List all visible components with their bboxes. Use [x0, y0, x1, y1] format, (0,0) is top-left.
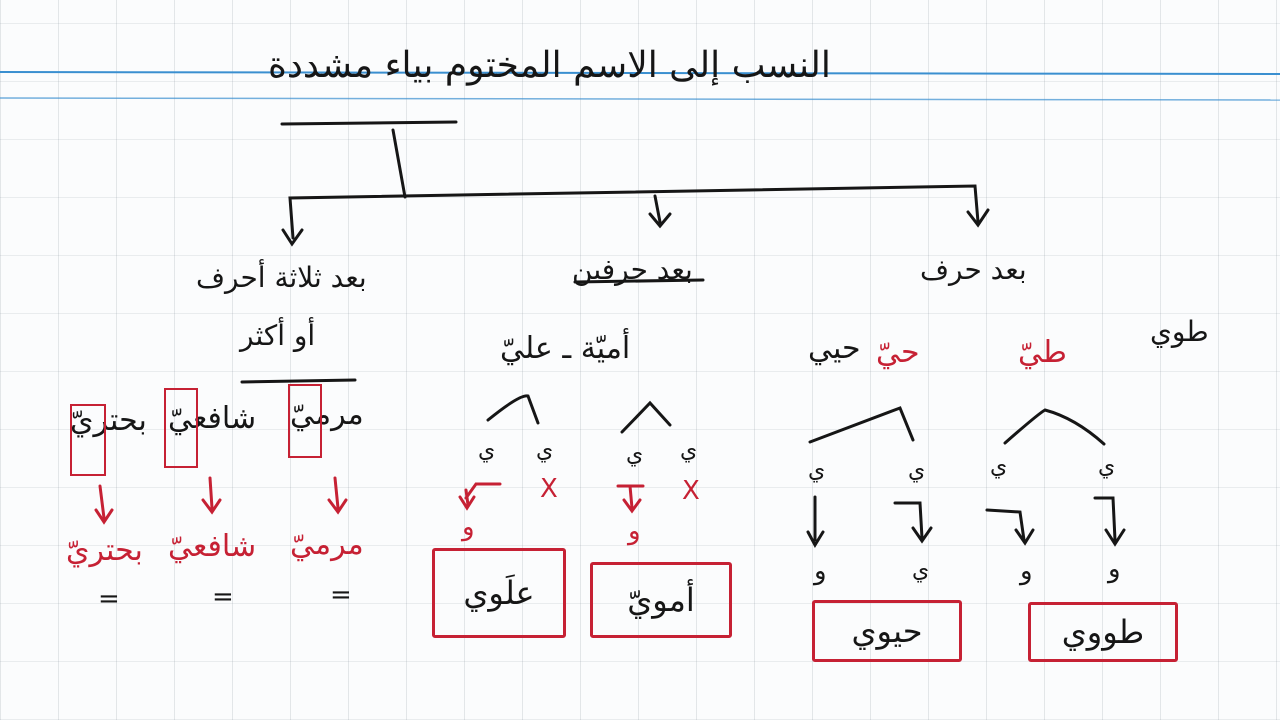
equals-sign: =: [212, 582, 234, 612]
red-arrows: [94, 476, 645, 525]
highlight-box: [164, 388, 198, 468]
word-marmiy: مرميّ: [290, 397, 364, 432]
notebook-rule-top: [0, 71, 1280, 75]
mark-ya: ي: [990, 454, 1008, 479]
highlight-box: [70, 404, 106, 476]
equals-sign: =: [98, 584, 120, 614]
equals-sign: =: [330, 580, 352, 610]
mark-ya: ي: [912, 558, 930, 583]
tree-connectors: [240, 120, 1126, 549]
result-box: علَوي: [432, 548, 566, 638]
heading-one-letter: بعد حرف: [920, 253, 1027, 286]
page-title: النسب إلى الاسم المختوم بياء مشددة: [268, 45, 831, 86]
mark-waw: و: [1108, 554, 1121, 584]
mark-ya: ي: [536, 438, 554, 463]
heading-three-letters: بعد ثلاثة أحرف: [196, 261, 367, 294]
mark-ya: ي: [908, 458, 926, 483]
heading-three-letters-line2: أو أكثر: [240, 319, 316, 352]
word-hay: حيّ: [876, 335, 920, 370]
notebook-rule-second: [0, 97, 1280, 101]
middle-words: أميّة ـ عليّ: [500, 331, 631, 366]
mark-ya: ي: [808, 458, 826, 483]
word-tay: طيّ: [1018, 335, 1067, 370]
cross-mark: X: [540, 474, 558, 504]
cross-mark: X: [682, 476, 700, 506]
result-box: حيوي: [812, 600, 962, 662]
mark-waw: و: [814, 556, 827, 586]
word-shafiiy: شافعيّ: [168, 401, 257, 436]
mark-ya: ي: [1098, 454, 1116, 479]
result-box: طووي: [1028, 602, 1178, 662]
mark-ya: ي: [478, 438, 496, 463]
result-buhturiy: بحتريّ: [66, 533, 143, 568]
word-buhturiy: بحتريّ: [70, 403, 147, 438]
mark-waw: و: [1020, 556, 1033, 586]
result-shafiiy: شافعيّ: [168, 529, 257, 564]
word-hay-plain: حيي: [808, 331, 861, 366]
mark-ya: ي: [680, 438, 698, 463]
heading-two-letters: بعد حرفين: [572, 253, 693, 286]
mark-waw: و: [462, 512, 475, 542]
mark-waw: و: [628, 516, 641, 546]
mark-ya: ي: [626, 442, 644, 467]
highlight-box: [288, 384, 322, 458]
result-box: أمويّ: [590, 562, 732, 638]
result-marmiy: مرميّ: [290, 527, 364, 562]
side-note: طوي: [1150, 315, 1209, 348]
